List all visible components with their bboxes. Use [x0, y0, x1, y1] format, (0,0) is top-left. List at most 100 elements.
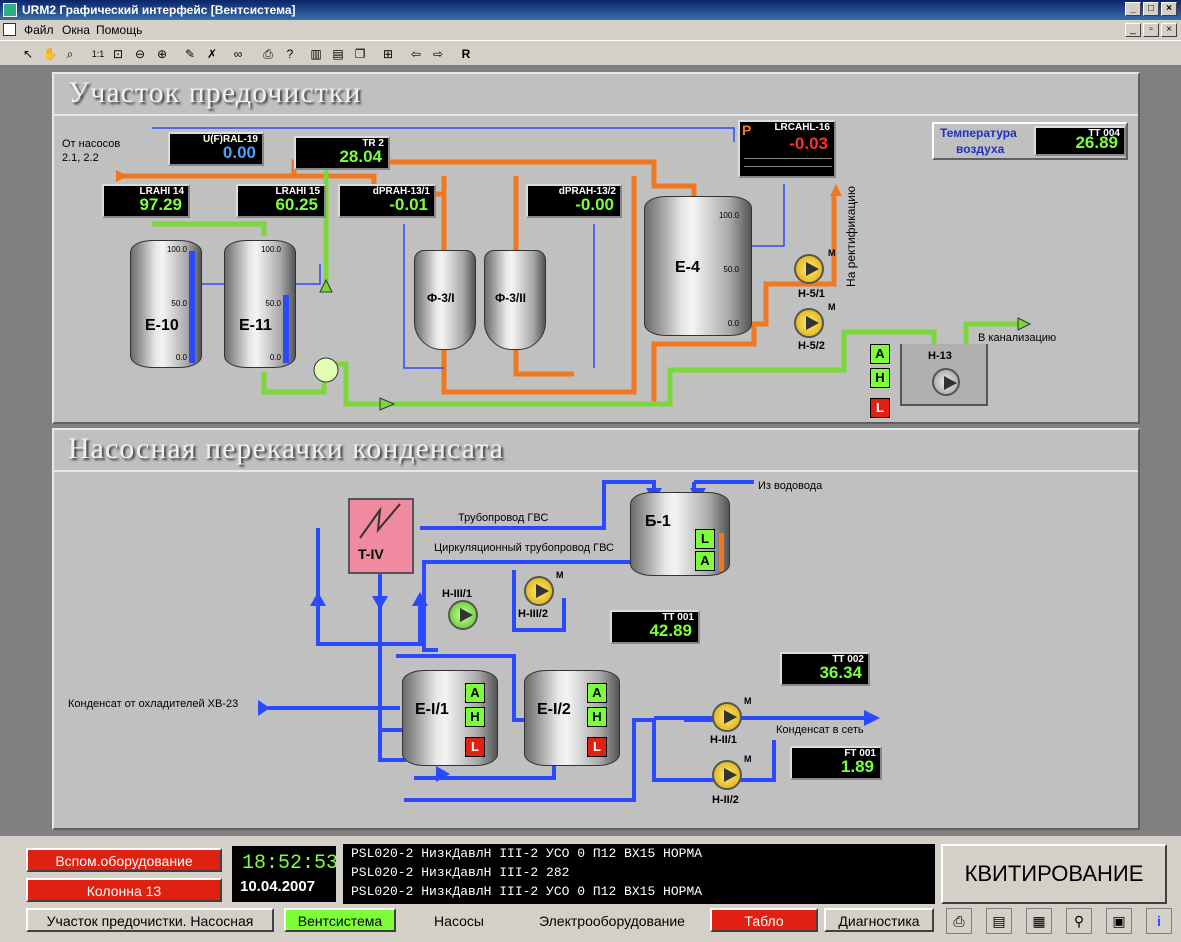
tank-ei1[interactable]: E-I/1 A H L: [402, 670, 498, 766]
pointer-icon[interactable]: ↖: [22, 47, 34, 61]
app-icon: [3, 3, 17, 17]
arrow-green-out-icon: [1017, 317, 1032, 331]
tab-ventsystem[interactable]: Вентсистема: [284, 908, 396, 932]
arrow-right-icon: [436, 766, 450, 782]
pump-h3-1[interactable]: [448, 600, 478, 630]
computer-icon[interactable]: ▣: [1106, 908, 1132, 934]
forward-arrow-icon[interactable]: ⇨: [432, 47, 444, 61]
source-label-2: 2.1, 2.2: [62, 152, 99, 164]
magnifier-icon[interactable]: ⌕: [66, 47, 74, 61]
layout-cascade-icon[interactable]: ❐: [354, 47, 366, 61]
menu-windows[interactable]: Окна: [62, 23, 90, 37]
level-bar: [283, 295, 289, 363]
readout-tt001: TT 001 42.89: [610, 610, 700, 644]
binoculars-icon[interactable]: ∞: [233, 47, 243, 61]
back-arrow-icon[interactable]: ⇦: [410, 47, 422, 61]
alarm-row: PSL020-2 НизкДавлН III-2 282: [351, 865, 570, 880]
tab-diagnostics[interactable]: Диагностика: [824, 908, 934, 932]
search-icon[interactable]: ⚲: [1066, 908, 1092, 934]
readout-value: 60.25: [275, 195, 318, 214]
zoom-in-icon[interactable]: ⊕: [156, 47, 168, 61]
tab-board[interactable]: Табло: [710, 908, 818, 932]
arrow-up-icon: [412, 592, 428, 606]
pump-h5-1[interactable]: [794, 254, 824, 284]
tank-label: E-11: [239, 317, 272, 334]
pump-h13[interactable]: [932, 368, 960, 396]
motor-mark: M: [556, 570, 564, 580]
filter-f3-2[interactable]: Ф-3/II: [484, 250, 546, 350]
chart-icon[interactable]: ▦: [1026, 908, 1052, 934]
readout-tag: FT 001: [844, 748, 876, 759]
zoom-out-icon[interactable]: ⊖: [134, 47, 146, 61]
pipe-blue-signal-2: [160, 264, 321, 285]
readout-value: 1.89: [840, 757, 874, 776]
pump-h5-2[interactable]: [794, 308, 824, 338]
tank-label: Ф-3/II: [495, 291, 526, 305]
tank-b1[interactable]: Б-1 L A: [630, 492, 730, 576]
menu-help[interactable]: Помощь: [96, 23, 143, 37]
readout-tag: TT 001: [662, 612, 694, 623]
column13-button[interactable]: Колонна 13: [26, 878, 222, 902]
arrow-up-icon: [310, 592, 326, 606]
close-button[interactable]: ×: [1161, 2, 1177, 16]
pump-h2-1[interactable]: [712, 702, 742, 732]
pipe-blue-filter: [403, 224, 595, 369]
filter-f3-1[interactable]: Ф-3/I: [414, 250, 476, 350]
doc-minimize-button[interactable]: _: [1125, 23, 1141, 37]
motor-mark: M: [744, 754, 752, 764]
tab-pumps[interactable]: Насосы: [404, 908, 514, 932]
tool-b-icon[interactable]: ✗: [206, 47, 218, 61]
acknowledge-button[interactable]: КВИТИРОВАНИЕ: [941, 844, 1167, 904]
doc-controls: _ ▫ ×: [1125, 23, 1177, 37]
tank-e4[interactable]: E-4 100.0 50.0 0.0: [644, 196, 752, 336]
doc-restore-button[interactable]: ▫: [1143, 23, 1159, 37]
tank-e11[interactable]: E-11 100.0 50.0 0.0: [224, 240, 296, 368]
network-icon[interactable]: ⊞: [382, 47, 394, 61]
pump-h2-2[interactable]: [712, 760, 742, 790]
readout-tag: TT 002: [832, 654, 864, 665]
tab-electrical[interactable]: Электрооборудование: [518, 908, 706, 932]
pipe-blue-signal-1: [152, 127, 735, 142]
info-icon[interactable]: i: [1146, 908, 1172, 934]
aux-equipment-button[interactable]: Вспом.оборудование: [26, 848, 222, 872]
title-bar: URM2 Графический интерфейс [Вентсистема]…: [0, 0, 1181, 20]
alarm-log: PSL020-2 НизкДавлН III-2 УСО 0 П12 ВХ15 …: [343, 844, 935, 904]
pipe-gvs: [420, 480, 656, 530]
readout-value: -0.03: [789, 134, 828, 153]
tank-label: T-IV: [358, 546, 384, 562]
doc-close-button[interactable]: ×: [1161, 23, 1177, 37]
window-controls: _ □ ×: [1125, 2, 1177, 16]
to-sewer-label: В канализацию: [978, 332, 1057, 344]
readout-lrcahl16: P LRCAHL-16 -0.03: [738, 120, 836, 178]
alarm-row: PSL020-2 НизкДавлН III-2 УСО 0 П12 ВХ15 …: [351, 884, 703, 899]
arrow-right-icon: [258, 700, 270, 716]
tank-label: Ф-3/I: [427, 291, 455, 305]
pump-h3-2[interactable]: [524, 576, 554, 606]
pipe-green-main: [323, 164, 937, 407]
tank-ei2[interactable]: E-I/2 A H L: [524, 670, 620, 766]
readout-tag: LRAHI 15: [275, 186, 320, 197]
printer-icon[interactable]: ⎙: [946, 908, 972, 934]
print-icon[interactable]: ⎙: [263, 47, 273, 61]
readout-value: 36.34: [819, 663, 862, 682]
layout-rows-icon[interactable]: ▤: [332, 47, 344, 61]
heat-exchanger-tiv[interactable]: T-IV: [348, 498, 414, 574]
window-icon[interactable]: ▤: [986, 908, 1012, 934]
maximize-button[interactable]: □: [1143, 2, 1159, 16]
pump-label: Н-II/2: [712, 794, 739, 806]
section-pretreatment: Участок предочистки: [52, 72, 1140, 424]
layout-cols-icon[interactable]: ▥: [310, 47, 322, 61]
zoom-1-1-icon[interactable]: 1:1: [91, 49, 105, 59]
hand-icon[interactable]: ✋: [42, 47, 58, 61]
r-button[interactable]: R: [461, 47, 471, 61]
zoom-fit-icon[interactable]: ⊡: [112, 47, 124, 61]
tool-a-icon[interactable]: ✎: [184, 47, 196, 61]
readout-tag: TT 004: [1088, 128, 1120, 139]
menu-file[interactable]: Файл: [24, 23, 54, 37]
tab-pretreatment[interactable]: Участок предочистки. Насосная: [26, 908, 274, 932]
minimize-button[interactable]: _: [1125, 2, 1141, 16]
help-icon[interactable]: ?: [286, 47, 294, 61]
indicator-h: H: [465, 707, 485, 727]
source-label-1: От насосов: [62, 138, 121, 150]
tank-e10[interactable]: E-10 100.0 50.0 0.0: [130, 240, 202, 368]
